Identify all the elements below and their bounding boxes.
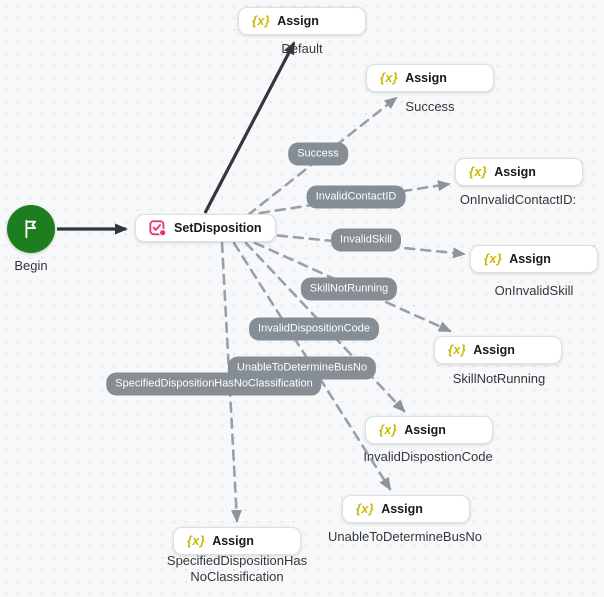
assign-node-invaliddispostioncode[interactable]: {x} Assign — [365, 416, 493, 444]
variable-braces-icon: {x} — [252, 14, 271, 28]
variable-braces-icon: {x} — [469, 165, 488, 179]
variable-braces-icon: {x} — [356, 502, 375, 516]
node-title: Assign — [404, 423, 446, 437]
begin-node[interactable] — [7, 205, 55, 253]
node-caption-invaliddispostioncode: InvalidDispostionCode — [363, 449, 493, 464]
node-caption-skillnotrunning: SkillNotRunning — [452, 371, 546, 386]
assign-node-oninvalidcontactid[interactable]: {x} Assign — [455, 158, 583, 186]
variable-braces-icon: {x} — [187, 534, 206, 548]
node-title: SetDisposition — [174, 221, 262, 235]
node-title: Assign — [473, 343, 515, 357]
node-title: Assign — [494, 165, 536, 179]
node-title: Assign — [277, 14, 319, 28]
node-title: Assign — [509, 252, 551, 266]
connection-label-specifieddisposition[interactable]: SpecifiedDispositionHasNoClassification — [106, 372, 322, 396]
variable-braces-icon: {x} — [380, 71, 399, 85]
assign-node-specifieddisposition[interactable]: {x} Assign — [173, 527, 301, 555]
node-caption-oninvalidcontactid: OnInvalidContactID: — [459, 192, 577, 207]
assign-node-skillnotrunning[interactable]: {x} Assign — [434, 336, 562, 364]
connection-label-invalidcontactid[interactable]: InvalidContactID — [306, 185, 406, 209]
flag-icon — [20, 218, 42, 240]
connector-specifieddisposition[interactable] — [220, 241, 242, 523]
connection-label-invalidskill[interactable]: InvalidSkill — [331, 228, 401, 252]
node-caption-specifieddisposition: SpecifiedDispositionHasNoClassification — [166, 553, 308, 584]
assign-node-oninvalidskill[interactable]: {x} Assign — [470, 245, 598, 273]
node-caption-success: Success — [405, 99, 455, 114]
connection-label-skillnotrunning[interactable]: SkillNotRunning — [300, 277, 398, 301]
connector-success[interactable] — [246, 96, 398, 217]
assign-node-success[interactable]: {x} Assign — [366, 64, 494, 92]
connector-default[interactable] — [203, 41, 296, 214]
variable-braces-icon: {x} — [379, 423, 398, 437]
node-title: Assign — [405, 71, 447, 85]
variable-braces-icon: {x} — [484, 252, 503, 266]
node-caption-oninvalidskill: OnInvalidSkill — [494, 283, 574, 298]
connection-label-invaliddispositioncode[interactable]: InvalidDispositionCode — [249, 317, 379, 341]
variable-braces-icon: {x} — [448, 343, 467, 357]
node-title: Assign — [381, 502, 423, 516]
begin-label: Begin — [14, 258, 48, 273]
setdisposition-node[interactable]: SetDisposition — [135, 214, 276, 242]
disposition-check-icon — [149, 219, 167, 237]
assign-node-unabletodeterminebusno[interactable]: {x} Assign — [342, 495, 470, 523]
node-title: Assign — [212, 534, 254, 548]
connection-label-success[interactable]: Success — [288, 142, 348, 166]
node-caption-unabletodeterminebusno: UnableToDetermineBusNo — [328, 529, 482, 544]
assign-node-default[interactable]: {x} Assign — [238, 7, 366, 35]
connector-skillnotrunning[interactable] — [253, 241, 452, 333]
